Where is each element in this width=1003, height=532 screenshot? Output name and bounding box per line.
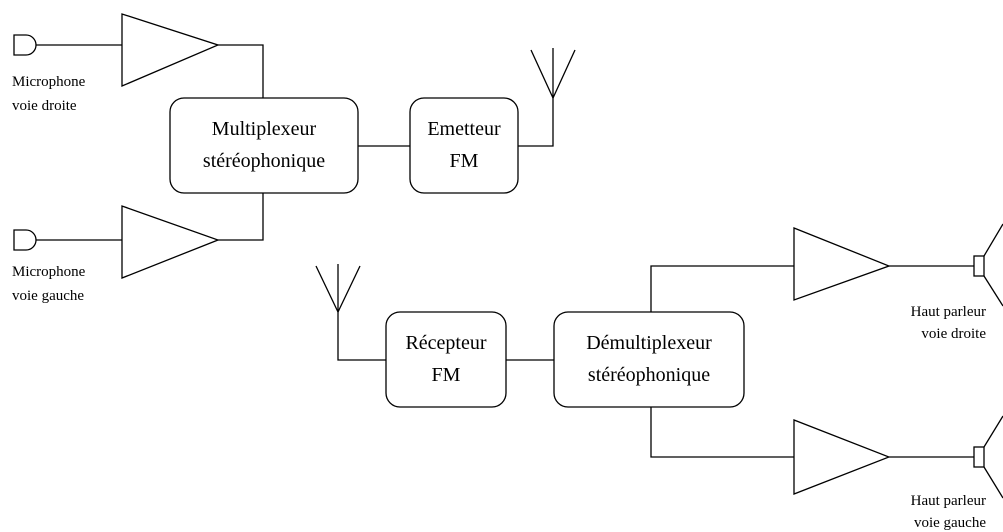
receptor-label-line1: Récepteur: [405, 332, 486, 354]
demux-to-amp-left-wire: [650, 407, 794, 458]
microphone-left-icon: [13, 229, 37, 251]
emitter-to-antenna-wire: [518, 98, 554, 147]
microphone-right-icon: [13, 34, 37, 56]
emitter-block: [409, 97, 519, 194]
mic-left-label-line2: voie gauche: [12, 288, 84, 304]
emitter-label-line1: Emetteur: [427, 118, 501, 140]
demux-to-amp-right-wire: [650, 265, 794, 312]
amplifier-left-rx: [793, 419, 891, 495]
receive-antenna-icon: [315, 264, 361, 313]
speaker-left-label-line1: Haut parleur: [911, 493, 986, 509]
amplifier-right-tx: [121, 13, 220, 87]
microphone-right: [13, 34, 122, 56]
demultiplexer-block: [553, 311, 745, 408]
mic-right-label-line1: Microphone: [12, 74, 86, 90]
multiplexer-label-line1: Multiplexeur: [212, 118, 317, 140]
amp-left-to-mux-wire: [218, 193, 264, 241]
antenna-to-receptor-wire: [337, 312, 386, 361]
speaker-right-icon: [973, 223, 1003, 307]
speaker-left-icon: [973, 415, 1003, 499]
speaker-right-label-line1: Haut parleur: [911, 304, 986, 320]
amplifier-right-rx: [793, 227, 891, 301]
demultiplexer-label-line1: Démultiplexeur: [586, 332, 712, 354]
demultiplexer-label-line2: stéréophonique: [588, 364, 710, 386]
mic-right-label-line2: voie droite: [12, 98, 77, 114]
multiplexer-label-line2: stéréophonique: [203, 150, 325, 172]
speaker-left-label-line2: voie gauche: [914, 515, 986, 531]
emitter-label-line2: FM: [450, 150, 479, 172]
receptor-label-line2: FM: [432, 364, 461, 386]
microphone-left: [13, 229, 122, 251]
amplifier-left-tx: [121, 205, 220, 279]
speaker-right-label-line2: voie droite: [921, 326, 986, 342]
multiplexer-block: [169, 97, 359, 194]
transmit-antenna-icon: [530, 48, 576, 99]
amp-right-to-mux-wire: [218, 44, 264, 98]
receptor-block: [385, 311, 507, 408]
mic-left-label-line1: Microphone: [12, 264, 86, 280]
